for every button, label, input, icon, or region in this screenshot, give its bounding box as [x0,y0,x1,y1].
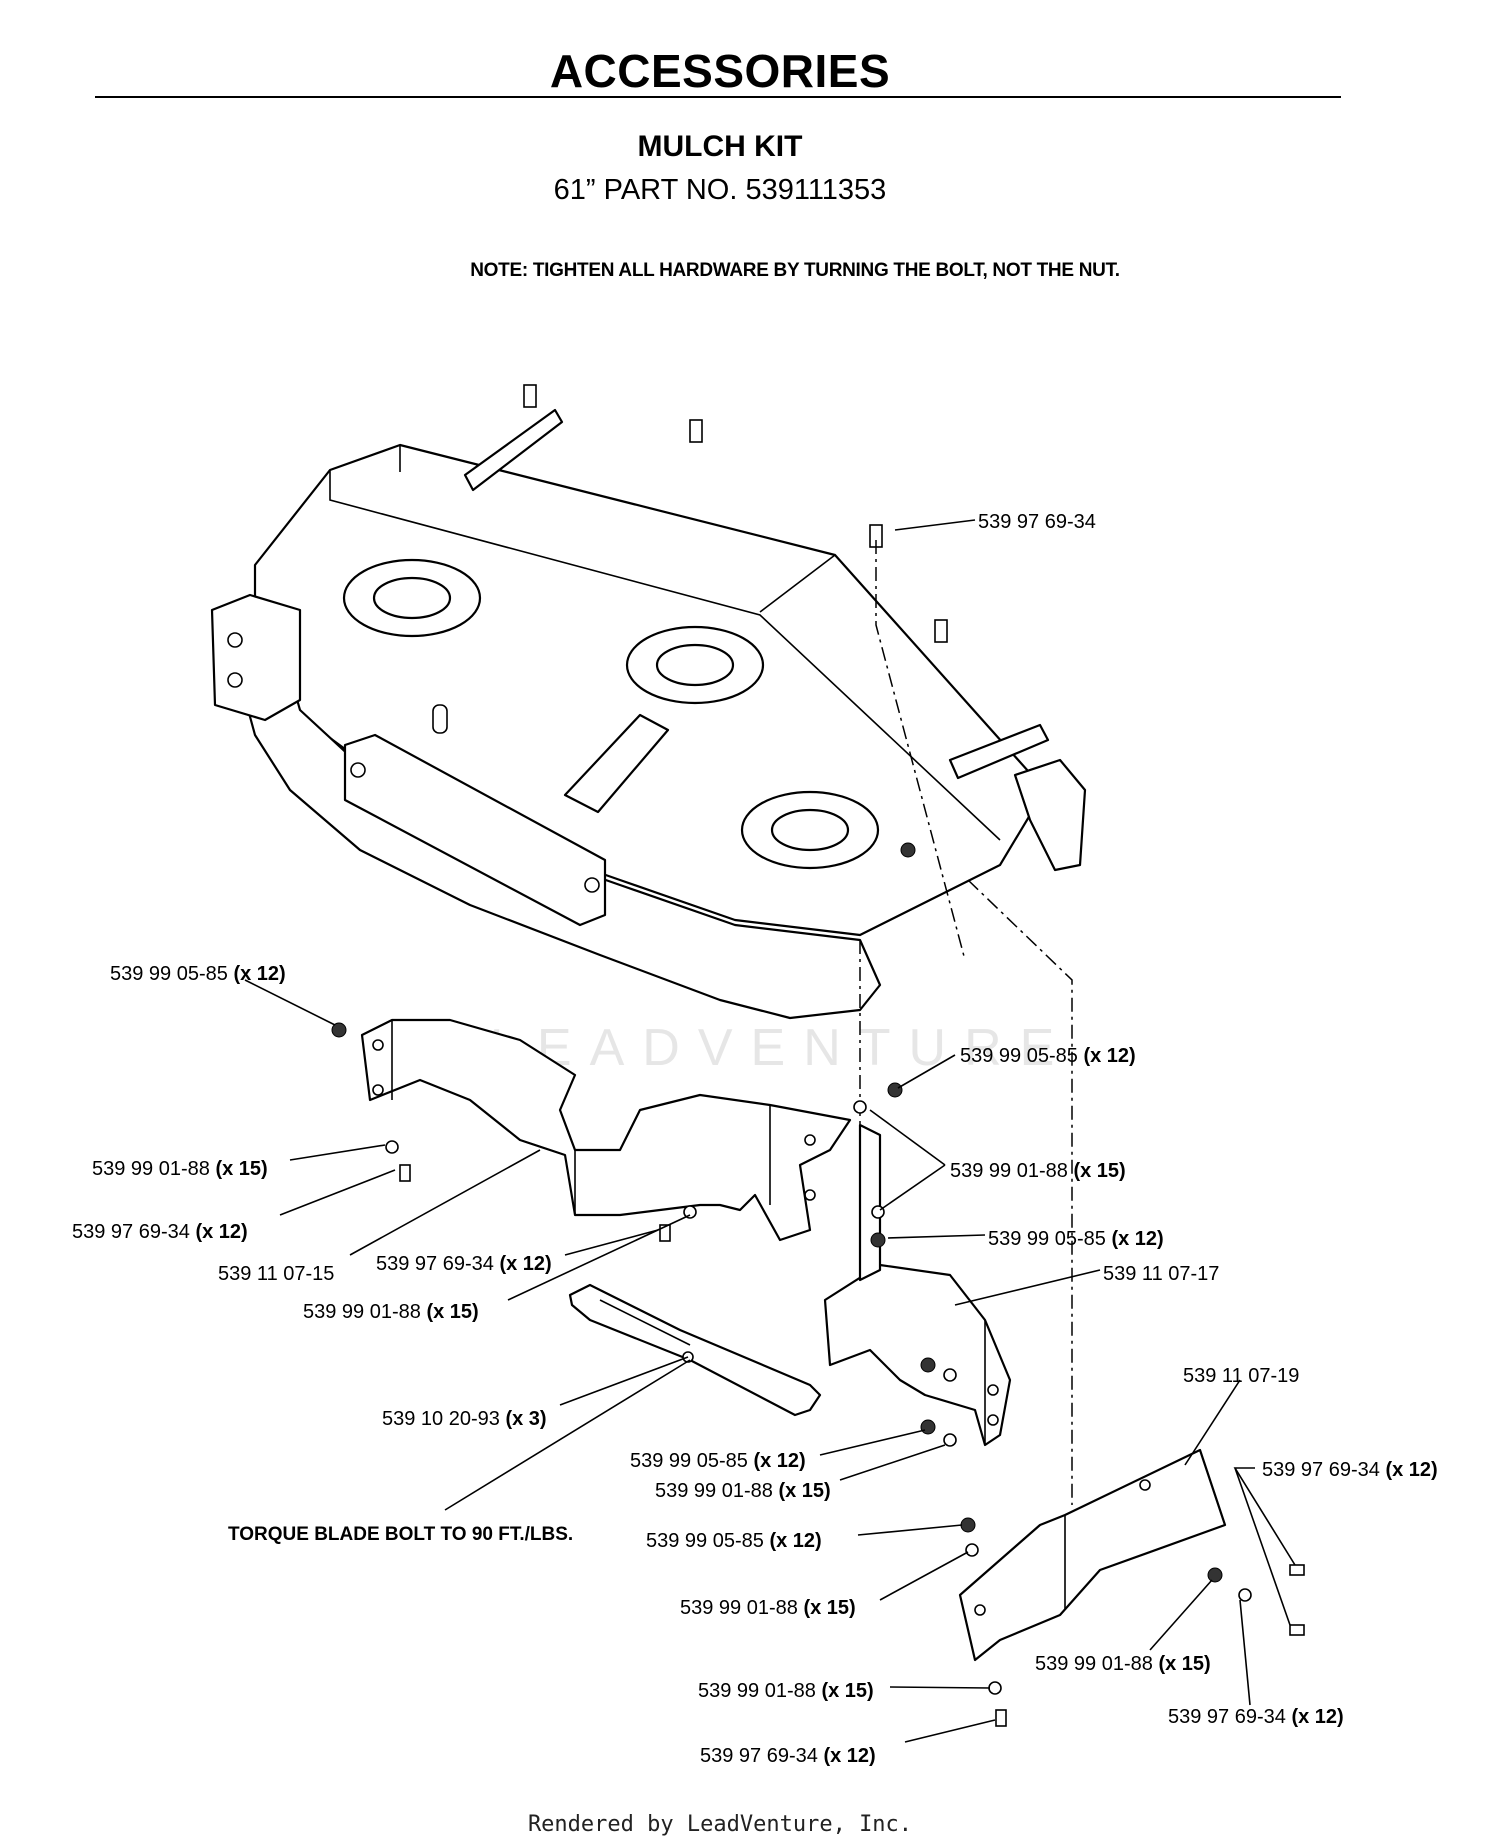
mower-deck [210,384,1087,1505]
baffle-right [958,1448,1227,1662]
callout-4: 539 97 69-34 (x 12) [72,1221,248,1243]
hardware-note: NOTE: TIGHTEN ALL HARDWARE BY TURNING TH… [470,260,1120,281]
nut-hardware [1207,1567,1223,1583]
bolt-hardware [1289,1564,1305,1576]
nut-hardware [870,1232,886,1248]
bolt-hardware [1289,1624,1305,1636]
torque-note: TORQUE BLADE BOLT TO 90 FT./LBS. [228,1524,573,1545]
nut-hardware [887,1082,903,1098]
washer-hardware [965,1543,979,1557]
mower-blade [568,1283,822,1417]
baffle-center [823,1123,1012,1447]
callout-12: 539 10 20-93 (x 3) [382,1408,547,1430]
callout-11: 539 11 07-17 [1103,1263,1219,1285]
callout-22: 539 97 69-34 (x 12) [700,1745,876,1767]
callout-21: 539 97 69-34 (x 12) [1168,1706,1344,1728]
page-title: ACCESSORIES [549,45,891,97]
washer-hardware [385,1140,399,1154]
nut-hardware [960,1517,976,1533]
leader-lines [244,519,1296,1743]
nut-hardware [920,1357,936,1373]
callout-19: 539 99 01-88 (x 15) [1035,1653,1211,1675]
washer-hardware [1238,1588,1252,1602]
callout-15: 539 99 01-88 (x 15) [655,1480,831,1502]
watermark: LEADVENTURE [490,1019,1073,1077]
nut-hardware [920,1419,936,1435]
callout-17: 539 99 05-85 (x 12) [646,1530,822,1552]
bolt-hardware [659,1224,671,1242]
washer-hardware [853,1100,867,1114]
kit-name: MULCH KIT [637,130,803,163]
callout-16: 539 97 69-34 (x 12) [1262,1459,1438,1481]
spindle-right [740,790,880,870]
callout-2: 539 99 05-85 (x 12) [110,963,286,985]
title-divider [95,96,1341,98]
callout-6: 539 97 69-34 (x 12) [376,1253,552,1275]
render-credit: Rendered by LeadVenture, Inc. [527,1812,913,1837]
callout-20: 539 99 01-88 (x 15) [698,1680,874,1702]
callout-13: 539 11 07-19 [1183,1365,1299,1387]
washer-hardware [943,1368,957,1382]
kit-part-number: 61” PART NO. 539111353 [553,174,887,206]
nut-hardware [331,1022,347,1038]
callout-1: 539 97 69-34 [978,511,1096,533]
callout-10: 539 99 05-85 (x 12) [988,1228,1164,1250]
callout-9: 539 99 01-88 (x 15) [950,1160,1126,1182]
washer-hardware [988,1681,1002,1695]
callout-14: 539 99 05-85 (x 12) [630,1450,806,1472]
bolt-hardware [995,1709,1007,1727]
bolt-hardware [399,1164,411,1182]
spindle-center [625,625,765,705]
callout-18: 539 99 01-88 (x 15) [680,1597,856,1619]
callout-3: 539 99 01-88 (x 15) [92,1158,268,1180]
washer-hardware [943,1433,957,1447]
callout-5: 539 11 07-15 [218,1263,334,1285]
baffle-left [360,1018,852,1242]
hardware [331,1022,1305,1727]
callout-8: 539 99 05-85 (x 12) [960,1045,1136,1067]
callout-7: 539 99 01-88 (x 15) [303,1301,479,1323]
washer-hardware [683,1205,697,1219]
spindle-left [342,558,482,638]
